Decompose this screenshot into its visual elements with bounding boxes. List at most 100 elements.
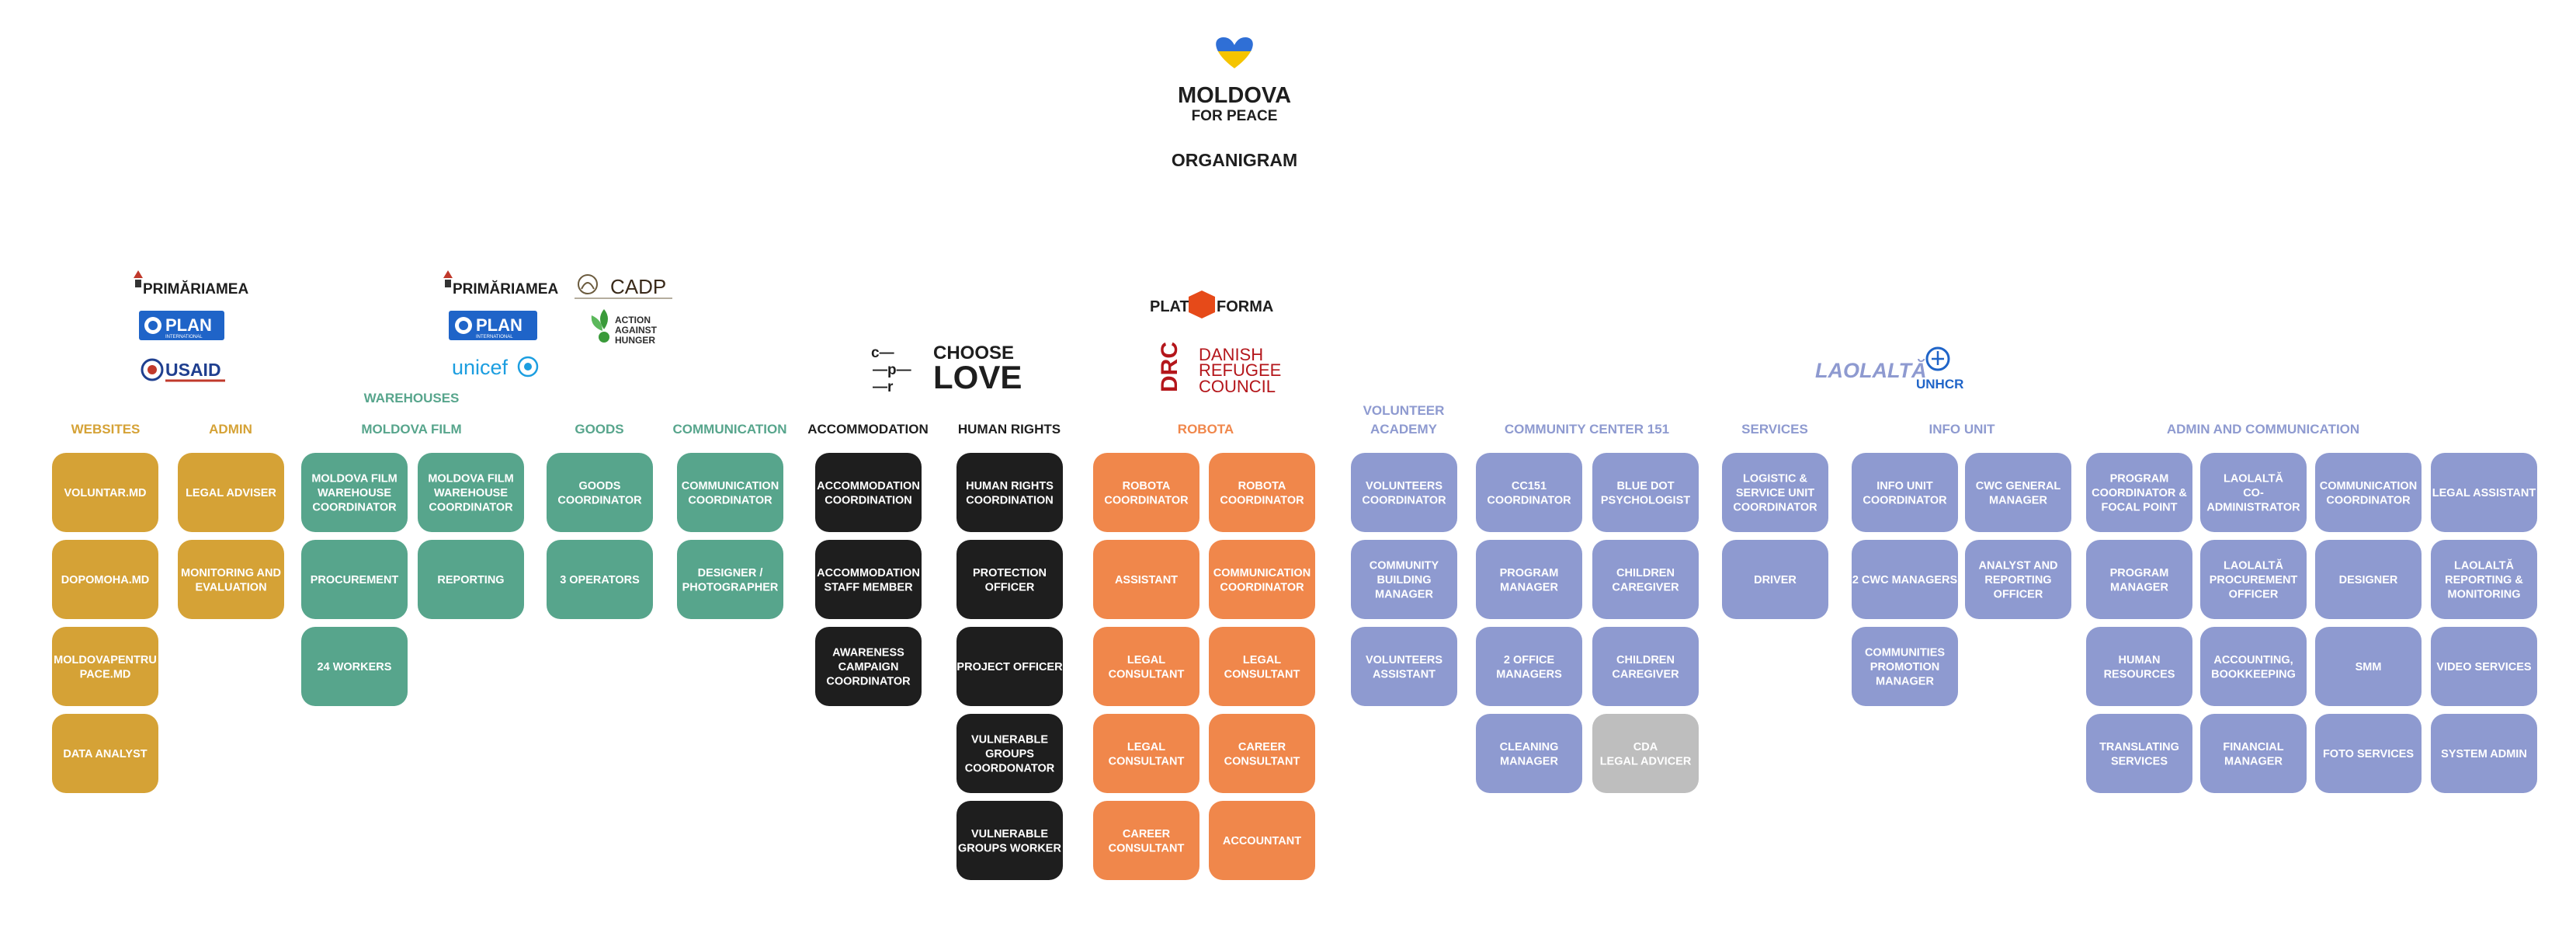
role-label: MANAGER bbox=[1500, 755, 1558, 767]
role-label: PROJECT OFFICER bbox=[956, 661, 1063, 673]
role-label: HUMAN bbox=[2119, 654, 2161, 666]
role-label: DRIVER bbox=[1754, 574, 1797, 586]
role-label: LEGAL bbox=[1243, 654, 1281, 666]
role-box: ACCOUNTING,BOOKKEEPING bbox=[2200, 627, 2307, 706]
role-label: PROGRAM bbox=[2110, 567, 2169, 579]
role-box: DESIGNER /PHOTOGRAPHER bbox=[677, 540, 783, 619]
role-label: DESIGNER bbox=[2339, 574, 2398, 586]
svg-text:DANISH: DANISH bbox=[1199, 345, 1263, 364]
role-box-bg bbox=[1351, 627, 1457, 706]
department-communication: COMMUNICATIONCOMMUNICATIONCOORDINATORDES… bbox=[673, 422, 787, 619]
role-label: LAOLALTĂ bbox=[2224, 559, 2284, 572]
role-label: VOLUNTAR.MD bbox=[64, 487, 146, 499]
role-label: MOLDOVA FILM bbox=[311, 473, 397, 485]
department-volunteer-academy: VOLUNTEERACADEMYVOLUNTEERSCOORDINATORCOM… bbox=[1351, 403, 1457, 706]
role-box: FOTO SERVICES bbox=[2315, 714, 2422, 793]
role-box-bg bbox=[1209, 540, 1315, 619]
role-label: CO- bbox=[2243, 487, 2264, 499]
role-box-bg bbox=[2431, 453, 2537, 532]
role-box-bg bbox=[677, 453, 783, 532]
role-label: LEGAL bbox=[1127, 654, 1165, 666]
role-box: DOPOMOHA.MD bbox=[52, 540, 158, 619]
role-box-bg bbox=[1093, 453, 1199, 532]
svg-text:c—: c— bbox=[871, 345, 894, 361]
role-box-bg bbox=[52, 714, 158, 793]
role-box-bg bbox=[1351, 453, 1457, 532]
role-box-bg bbox=[2086, 627, 2192, 706]
role-box-bg bbox=[1722, 453, 1828, 532]
role-label: COORDINATOR bbox=[429, 502, 513, 514]
department-header: GOODS bbox=[575, 422, 623, 437]
role-label: CONSULTANT bbox=[1224, 668, 1300, 680]
brand-line2: FOR PEACE bbox=[1192, 108, 1278, 124]
role-label: VOLUNTEERS bbox=[1366, 480, 1442, 492]
role-box-bg bbox=[1209, 627, 1315, 706]
page-title: ORGANIGRAM bbox=[1172, 150, 1297, 170]
role-box-bg bbox=[2200, 627, 2307, 706]
role-label: REPORTING bbox=[1984, 574, 2051, 586]
role-box-bg bbox=[1852, 627, 1958, 706]
role-box-bg bbox=[2431, 714, 2537, 793]
role-box-bg bbox=[2200, 540, 2307, 619]
svg-text:PLAN: PLAN bbox=[165, 315, 212, 335]
role-box-bg bbox=[2086, 540, 2192, 619]
department-header: ACCOMMODATION bbox=[807, 422, 929, 437]
primaria-logo-2: PRIMĂRIAMEA bbox=[443, 270, 558, 298]
role-label: COORDINATOR bbox=[1863, 494, 1947, 506]
role-box-bg bbox=[1476, 627, 1582, 706]
svg-text:HUNGER: HUNGER bbox=[615, 335, 655, 346]
role-label: MANAGER bbox=[2110, 581, 2168, 593]
role-box: ACCOUNTANT bbox=[1209, 801, 1315, 880]
role-label: AWARENESS bbox=[832, 647, 904, 659]
role-label: OFFICER bbox=[2229, 589, 2279, 601]
role-box-bg bbox=[52, 453, 158, 532]
role-box: ASSISTANT bbox=[1093, 540, 1199, 619]
role-label: LOGISTIC & bbox=[1743, 473, 1808, 485]
svg-text:REFUGEE: REFUGEE bbox=[1199, 360, 1281, 380]
role-label: PACE.MD bbox=[80, 668, 131, 680]
role-box-bg bbox=[1965, 453, 2071, 532]
role-box-bg bbox=[301, 627, 408, 706]
svg-text:FORMA: FORMA bbox=[1217, 298, 1273, 315]
role-box: VOLUNTAR.MD bbox=[52, 453, 158, 532]
role-box: 2 CWC MANAGERS bbox=[1852, 540, 1958, 619]
role-label: COORDINATOR bbox=[1220, 581, 1304, 593]
role-label: PROGRAM bbox=[1500, 567, 1559, 579]
role-box-bg bbox=[1209, 801, 1315, 880]
role-label: EVALUATION bbox=[195, 581, 266, 593]
role-label: REPORTING bbox=[437, 574, 504, 586]
role-label: DATA ANALYST bbox=[63, 748, 147, 760]
role-label: CLEANING bbox=[1500, 741, 1559, 753]
role-box: LEGAL CONSULTANT bbox=[1209, 627, 1315, 706]
department-header: ADMIN bbox=[209, 422, 252, 437]
role-box-bg bbox=[1592, 540, 1699, 619]
role-label: COORDINATOR & bbox=[2092, 487, 2187, 499]
role-box-bg bbox=[301, 540, 408, 619]
svg-text:USAID: USAID bbox=[165, 360, 221, 380]
role-label: CAREER bbox=[1123, 828, 1171, 840]
role-label: CAREGIVER bbox=[1612, 668, 1679, 680]
role-label: LEGAL ASSISTANT bbox=[2432, 487, 2536, 499]
